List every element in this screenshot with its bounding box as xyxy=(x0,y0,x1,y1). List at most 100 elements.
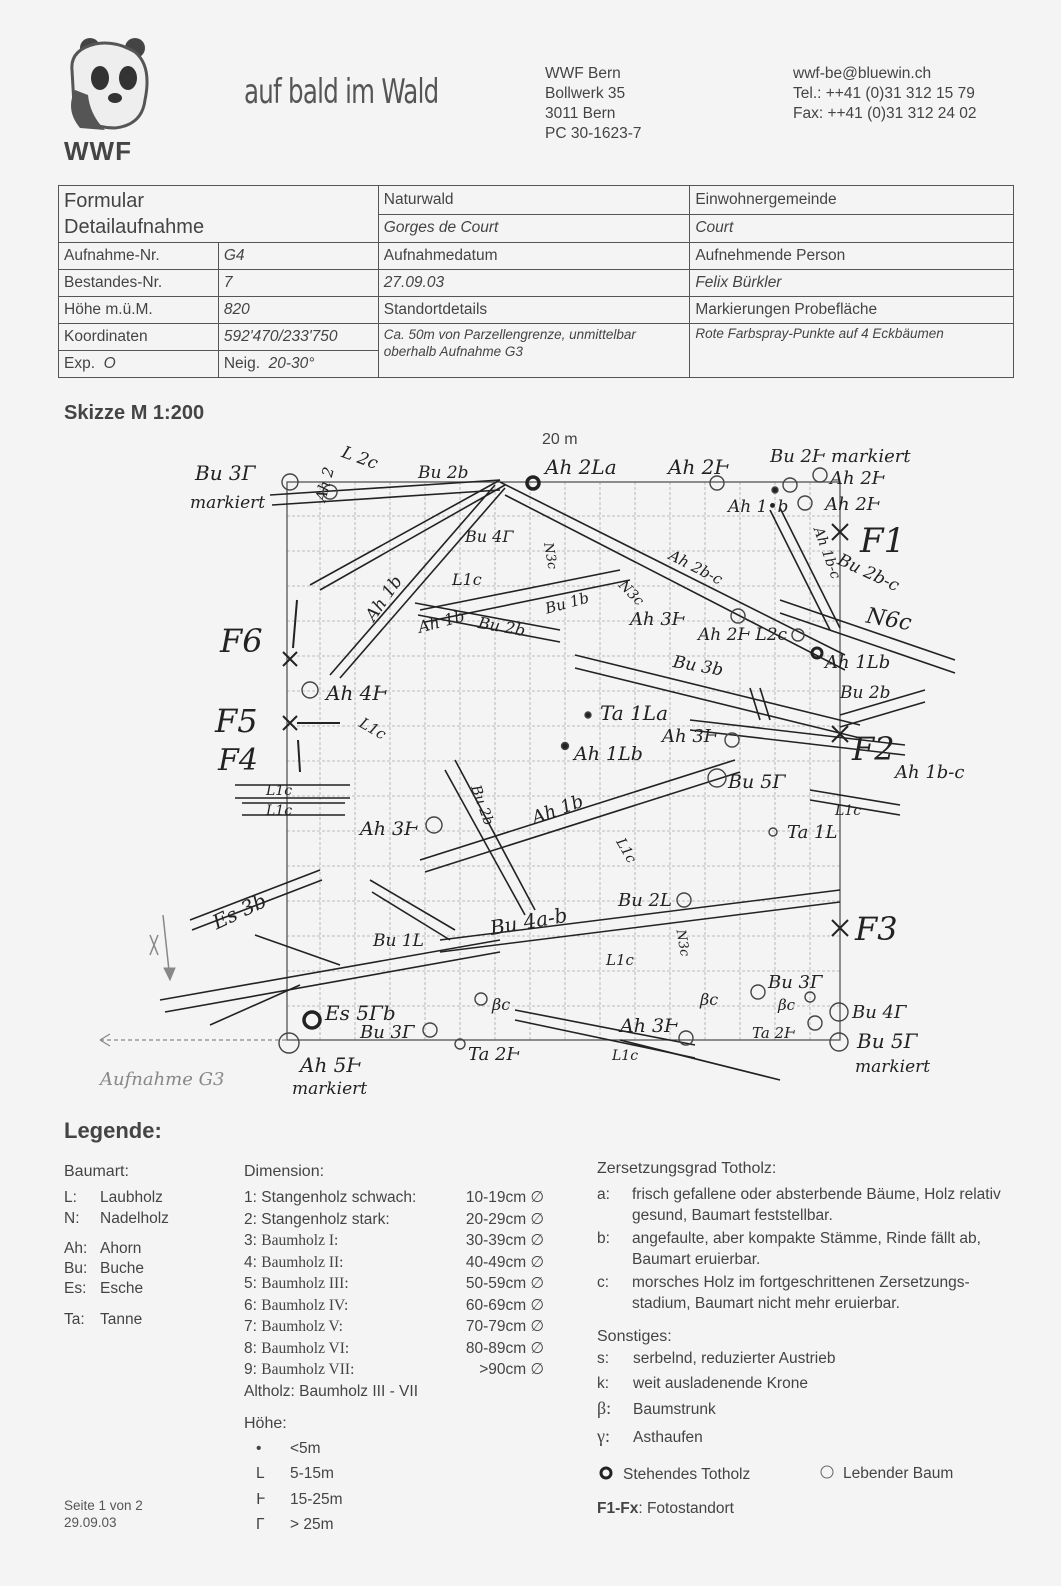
svg-text:Bu 4Γ: Bu 4Γ xyxy=(464,527,514,546)
svg-text:Ah 2La: Ah 2La xyxy=(543,455,617,479)
svg-text:βc: βc xyxy=(491,995,510,1014)
exp-cell: Exp. O xyxy=(58,350,219,378)
field-sketch: 20 m Bu 3Γ markiert Ah 2 L 2c Bu 2b Ah 2… xyxy=(98,431,964,1099)
dimension-item: 6: Baumholz IV:60-69cm ∅ xyxy=(244,1296,544,1314)
address-line: WWF Bern xyxy=(545,65,621,82)
address-line: PC 30-1623-7 xyxy=(545,125,642,142)
zersetzung-code: b: xyxy=(597,1230,610,1247)
altholz-note: Altholz: Baumholz III - VII xyxy=(244,1382,419,1400)
sonstiges-item: s:serbelnd, reduzierter Austrieb xyxy=(597,1350,836,1367)
sketch-labels: 20 m Bu 3Γ markiert Ah 2 L 2c Bu 2b Ah 2… xyxy=(98,431,964,1099)
svg-text:Es 3b: Es 3b xyxy=(208,888,270,934)
living-tree-icon xyxy=(820,1465,834,1479)
gemeinde-label: Einwohnergemeinde xyxy=(689,185,1014,215)
svg-text:Ah 1b-c: Ah 1b-c xyxy=(809,523,843,581)
svg-text:Ta 1L: Ta 1L xyxy=(787,822,837,843)
form-table: Formular Detailaufnahme Naturwald Einwoh… xyxy=(58,185,1014,378)
dimension-item: 8: Baumholz VI:80-89cm ∅ xyxy=(244,1339,544,1357)
svg-text:Ah 1b-c: Ah 1b-c xyxy=(893,762,964,783)
lebender-baum-label: Lebender Baum xyxy=(843,1465,954,1482)
svg-text:markiert: markiert xyxy=(292,1079,367,1099)
svg-text:Ah 3Ͱ: Ah 3Ͱ xyxy=(358,818,418,840)
svg-text:βc: βc xyxy=(699,990,718,1009)
svg-text:F6: F6 xyxy=(219,622,263,660)
svg-text:Ah 2: Ah 2 xyxy=(311,465,338,505)
bestandes-value: 7 xyxy=(217,269,379,297)
svg-text:Ah 3Ͱ: Ah 3Ͱ xyxy=(628,609,685,630)
svg-text:Ah 1Lb: Ah 1Lb xyxy=(823,652,890,673)
dimension-item: 1: Stangenholz schwach:10-19cm ∅ xyxy=(244,1189,544,1206)
person-label: Aufnehmende Person xyxy=(689,242,1014,270)
dimension-item: 7: Baumholz V:70-79cm ∅ xyxy=(244,1318,544,1335)
tree-symbols xyxy=(278,467,849,1054)
svg-text:Ah 3Ͱ: Ah 3Ͱ xyxy=(660,726,717,747)
svg-text:Bu 2b: Bu 2b xyxy=(417,463,469,483)
hoehe-value: 820 xyxy=(217,296,379,324)
baumart-item: Bu:Buche xyxy=(64,1260,144,1277)
naturwald-label: Naturwald xyxy=(377,185,691,215)
svg-text:Bu 2b: Bu 2b xyxy=(467,782,497,828)
address-line: 3011 Bern xyxy=(545,105,616,122)
dimension-item: 5: Baumholz III:50-59cm ∅ xyxy=(244,1275,544,1292)
contact-fax: Fax: ++41 (0)31 312 24 02 xyxy=(793,105,977,122)
svg-text:Ta 2Ͱ: Ta 2Ͱ xyxy=(468,1044,520,1065)
svg-text:Ah 2Ͱ: Ah 2Ͱ xyxy=(666,455,729,479)
stehendes-totholz-label: Stehendes Totholz xyxy=(623,1466,751,1483)
dimension-list: 1: Stangenholz schwach:10-19cm ∅ 2: Stan… xyxy=(244,1187,544,1402)
cross-markers xyxy=(282,523,849,937)
svg-text:Ah 3Ͱ: Ah 3Ͱ xyxy=(618,1015,678,1037)
zersetzung-text: morsches Holz im fortgeschrittenen Zerse… xyxy=(632,1274,970,1312)
baumart-title: Baumart: xyxy=(64,1163,129,1180)
dimension-item: 3: Baumholz I:30-39cm ∅ xyxy=(244,1232,544,1249)
sonstiges-item: k:weit ausladenende Krone xyxy=(597,1375,808,1392)
svg-text:Ta 2Ͱ: Ta 2Ͱ xyxy=(752,1024,795,1042)
contact-email: wwf-be@bluewin.ch xyxy=(793,65,932,82)
standing-deadwood-icon xyxy=(599,1466,613,1480)
svg-text:Bu 4a-b: Bu 4a-b xyxy=(487,903,569,940)
svg-text:F5: F5 xyxy=(214,702,258,740)
sketch-grid xyxy=(287,482,840,1040)
zersetzung-text: angefaulte, aber kompakte Stämme, Rinde … xyxy=(632,1230,981,1268)
markierung-label: Markierungen Probefläche xyxy=(689,296,1014,324)
sonstiges-item: β:Baumstrunk xyxy=(597,1398,716,1418)
dimension-title: Dimension: xyxy=(244,1163,325,1180)
person-value: Felix Bürkler xyxy=(689,269,1014,297)
svg-text:L1c: L1c xyxy=(605,951,635,969)
bestandes-label: Bestandes-Nr. xyxy=(58,269,219,297)
svg-text:F1: F1 xyxy=(859,521,905,561)
arrow-left-icon xyxy=(99,1033,290,1047)
hoehe-item: Γ> 25m xyxy=(256,1516,334,1533)
contact-phone: Tel.: ++41 (0)31 312 15 79 xyxy=(793,85,975,102)
svg-text:Ah 1Lb: Ah 1Lb xyxy=(572,743,643,765)
svg-text:Bu 3Γ: Bu 3Γ xyxy=(767,972,824,993)
north-arrow-icon xyxy=(149,914,176,982)
sonstiges-title: Sonstiges: xyxy=(597,1328,672,1345)
dimension-item: 4: Baumholz II:40-49cm ∅ xyxy=(244,1253,544,1271)
svg-text:L1c: L1c xyxy=(611,1048,638,1064)
koord-label: Koordinaten xyxy=(58,323,219,351)
address-block: WWF Bern Bollwerk 35 3011 Bern PC 30-162… xyxy=(545,64,642,144)
markierung-value: Rote Farbspray-Punkte auf 4 Eckbäumen xyxy=(689,323,1014,378)
slogan: auf bald im Wald xyxy=(244,72,439,112)
svg-text:Bu 5Γ: Bu 5Γ xyxy=(727,771,786,793)
zersetzung-title: Zersetzungsgrad Totholz: xyxy=(597,1160,777,1177)
datum-value: 27.09.03 xyxy=(377,269,691,297)
datum-label: Aufnahmedatum xyxy=(377,242,691,270)
svg-text:βc: βc xyxy=(777,996,796,1014)
naturwald-value: Gorges de Court xyxy=(377,213,691,243)
svg-text:L1c: L1c xyxy=(834,803,861,819)
baumart-item: Es:Esche xyxy=(64,1280,144,1297)
form-title: Formular Detailaufnahme xyxy=(58,185,379,243)
svg-text:L1c: L1c xyxy=(265,803,292,819)
dimension-item: 9: Baumholz VII:>90cm ∅ xyxy=(244,1361,544,1378)
baumart-item: L:Laubholz xyxy=(64,1189,163,1206)
baumart-item: Ta:Tanne xyxy=(64,1311,143,1328)
svg-text:Es 5Γb: Es 5Γb xyxy=(324,1001,396,1025)
footer-date: 29.09.03 xyxy=(64,1515,117,1530)
standort-value: Ca. 50m von Parzellengrenze, unmittelbar… xyxy=(377,323,691,378)
svg-text:Ah 1•b: Ah 1•b xyxy=(726,497,788,517)
svg-text:20 m: 20 m xyxy=(542,431,578,448)
